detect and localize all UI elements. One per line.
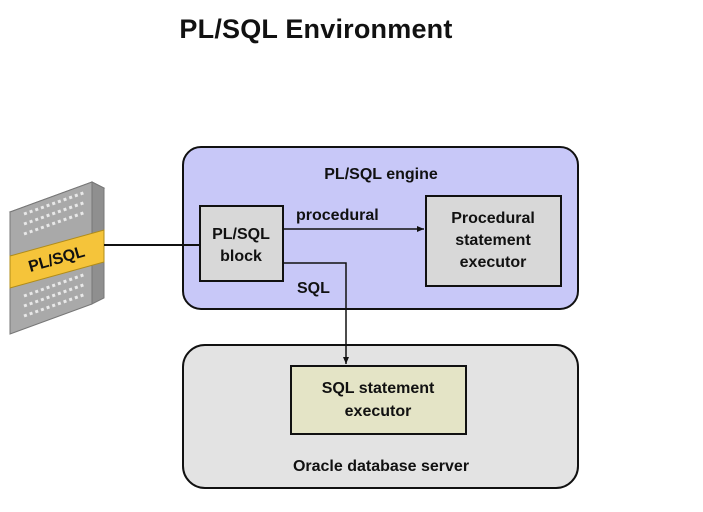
procedural-executor-line2: statement <box>455 232 531 249</box>
sql-edge-label: SQL <box>297 280 330 297</box>
sql-executor-node <box>290 365 467 435</box>
server-icon: PL/SQL <box>8 181 106 335</box>
plsql-block-node <box>199 205 284 282</box>
server-label-band <box>9 229 105 289</box>
sql-executor-line2: executor <box>345 403 412 420</box>
database-server-label: Oracle database server <box>293 458 469 475</box>
page-title: PL/SQL Environment <box>179 14 453 44</box>
sql-executor-line1: SQL statement <box>322 380 435 397</box>
procedural-executor-line1: Procedural <box>451 210 535 227</box>
procedural-executor-line3: executor <box>460 254 527 271</box>
sql-edge <box>283 262 349 364</box>
plsql-engine-label: PL/SQL engine <box>324 166 438 183</box>
procedural-edge-label: procedural <box>296 207 379 224</box>
plsql-block-label-line1: PL/SQL <box>212 226 270 243</box>
procedural-executor-node <box>425 195 562 287</box>
plsql-block-label-line2: block <box>220 248 262 265</box>
